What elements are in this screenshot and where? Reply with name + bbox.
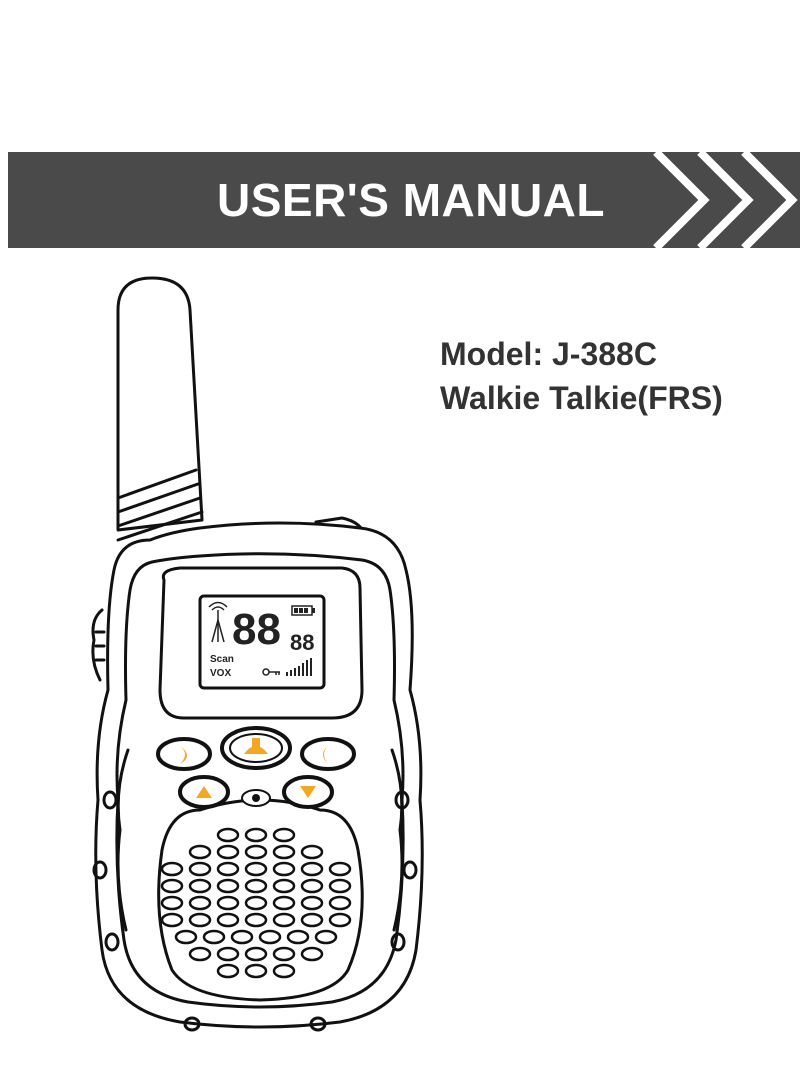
speaker-grille xyxy=(160,827,352,979)
banner-background xyxy=(8,152,800,248)
model-info: Model: J-388C Walkie Talkie(FRS) xyxy=(440,332,723,420)
antenna-tower-icon xyxy=(208,601,228,643)
chevron-icon xyxy=(653,152,710,248)
speaker-hole xyxy=(272,844,296,860)
speaker-hole xyxy=(244,827,268,843)
lcd-sub-digits: 88 xyxy=(290,630,314,655)
speaker-hole xyxy=(244,963,268,979)
speaker-hole xyxy=(216,861,240,877)
eye-icon xyxy=(252,794,260,802)
speaker-hole xyxy=(286,929,310,945)
speaker-hole xyxy=(272,963,296,979)
down-arrow-icon xyxy=(300,786,316,798)
speaker-hole xyxy=(300,912,324,928)
speaker-hole xyxy=(216,895,240,911)
walkie-talkie-illustration: 88 88 Scan VOX xyxy=(80,270,440,1045)
speaker-hole xyxy=(300,861,324,877)
lcd-scan-label: Scan xyxy=(210,654,234,665)
lcd-vox-label: VOX xyxy=(210,668,231,679)
right-rail xyxy=(390,748,404,932)
speaker-hole xyxy=(272,878,296,894)
speaker-hole xyxy=(314,929,338,945)
screws xyxy=(92,790,418,1032)
speaker-hole xyxy=(272,827,296,843)
speaker-hole xyxy=(160,878,184,894)
speaker-hole xyxy=(244,912,268,928)
speaker-hole xyxy=(202,929,226,945)
speaker-hole xyxy=(174,929,198,945)
up-button xyxy=(178,775,230,809)
power-menu-button xyxy=(220,726,292,770)
speaker-hole xyxy=(216,844,240,860)
chevron-icon xyxy=(697,152,754,248)
speaker-hole xyxy=(160,912,184,928)
speaker-hole xyxy=(188,861,212,877)
call-button xyxy=(300,737,356,771)
speaker-hole xyxy=(216,878,240,894)
speaker-hole xyxy=(272,861,296,877)
speaker-hole xyxy=(328,878,352,894)
speaker-hole xyxy=(216,827,240,843)
speaker-hole xyxy=(244,946,268,962)
eye-indicator xyxy=(241,789,271,807)
speaker-hole xyxy=(328,912,352,928)
speaker-hole xyxy=(230,929,254,945)
battery-icon xyxy=(291,605,315,616)
title-banner: USER'S MANUAL xyxy=(8,152,800,248)
speaker-hole xyxy=(244,878,268,894)
speaker-hole xyxy=(188,895,212,911)
speaker-hole xyxy=(216,946,240,962)
speaker-hole xyxy=(188,946,212,962)
product-type: Walkie Talkie(FRS) xyxy=(440,380,723,416)
speaker-hole xyxy=(300,946,324,962)
speaker-hole xyxy=(244,895,268,911)
lcd-screen xyxy=(198,594,326,690)
speaker-hole xyxy=(188,844,212,860)
speaker-hole xyxy=(272,912,296,928)
speaker-hole xyxy=(300,895,324,911)
speaker-hole xyxy=(188,912,212,928)
monitor-button xyxy=(156,737,212,771)
key-lock-icon xyxy=(262,668,280,676)
up-arrow-icon xyxy=(196,786,212,798)
speaker-hole xyxy=(328,861,352,877)
speaker-panel xyxy=(157,798,364,1002)
model-number: Model: J-388C xyxy=(440,336,657,372)
chevron-icon xyxy=(741,152,798,248)
speaker-hole xyxy=(244,844,268,860)
lcd-main-digits: 88 xyxy=(232,605,281,654)
speaker-hole xyxy=(160,895,184,911)
speaker-hole xyxy=(300,878,324,894)
speaker-hole xyxy=(244,861,268,877)
speaker-hole xyxy=(216,912,240,928)
left-rail xyxy=(116,748,130,932)
signal-bars-icon xyxy=(286,658,312,676)
manual-title: USER'S MANUAL xyxy=(217,174,605,226)
speaker-hole xyxy=(328,895,352,911)
antenna xyxy=(116,276,204,542)
speaker-hole xyxy=(300,844,324,860)
lcd-contents: 88 88 Scan VOX xyxy=(208,601,315,679)
speaker-hole xyxy=(258,929,282,945)
down-button xyxy=(282,775,334,809)
speaker-hole xyxy=(160,861,184,877)
left-side-grip xyxy=(91,608,106,682)
speaker-hole xyxy=(188,878,212,894)
inner-body xyxy=(115,552,405,1009)
speaker-hole xyxy=(216,963,240,979)
speaker-hole xyxy=(272,895,296,911)
speaker-hole xyxy=(272,946,296,962)
